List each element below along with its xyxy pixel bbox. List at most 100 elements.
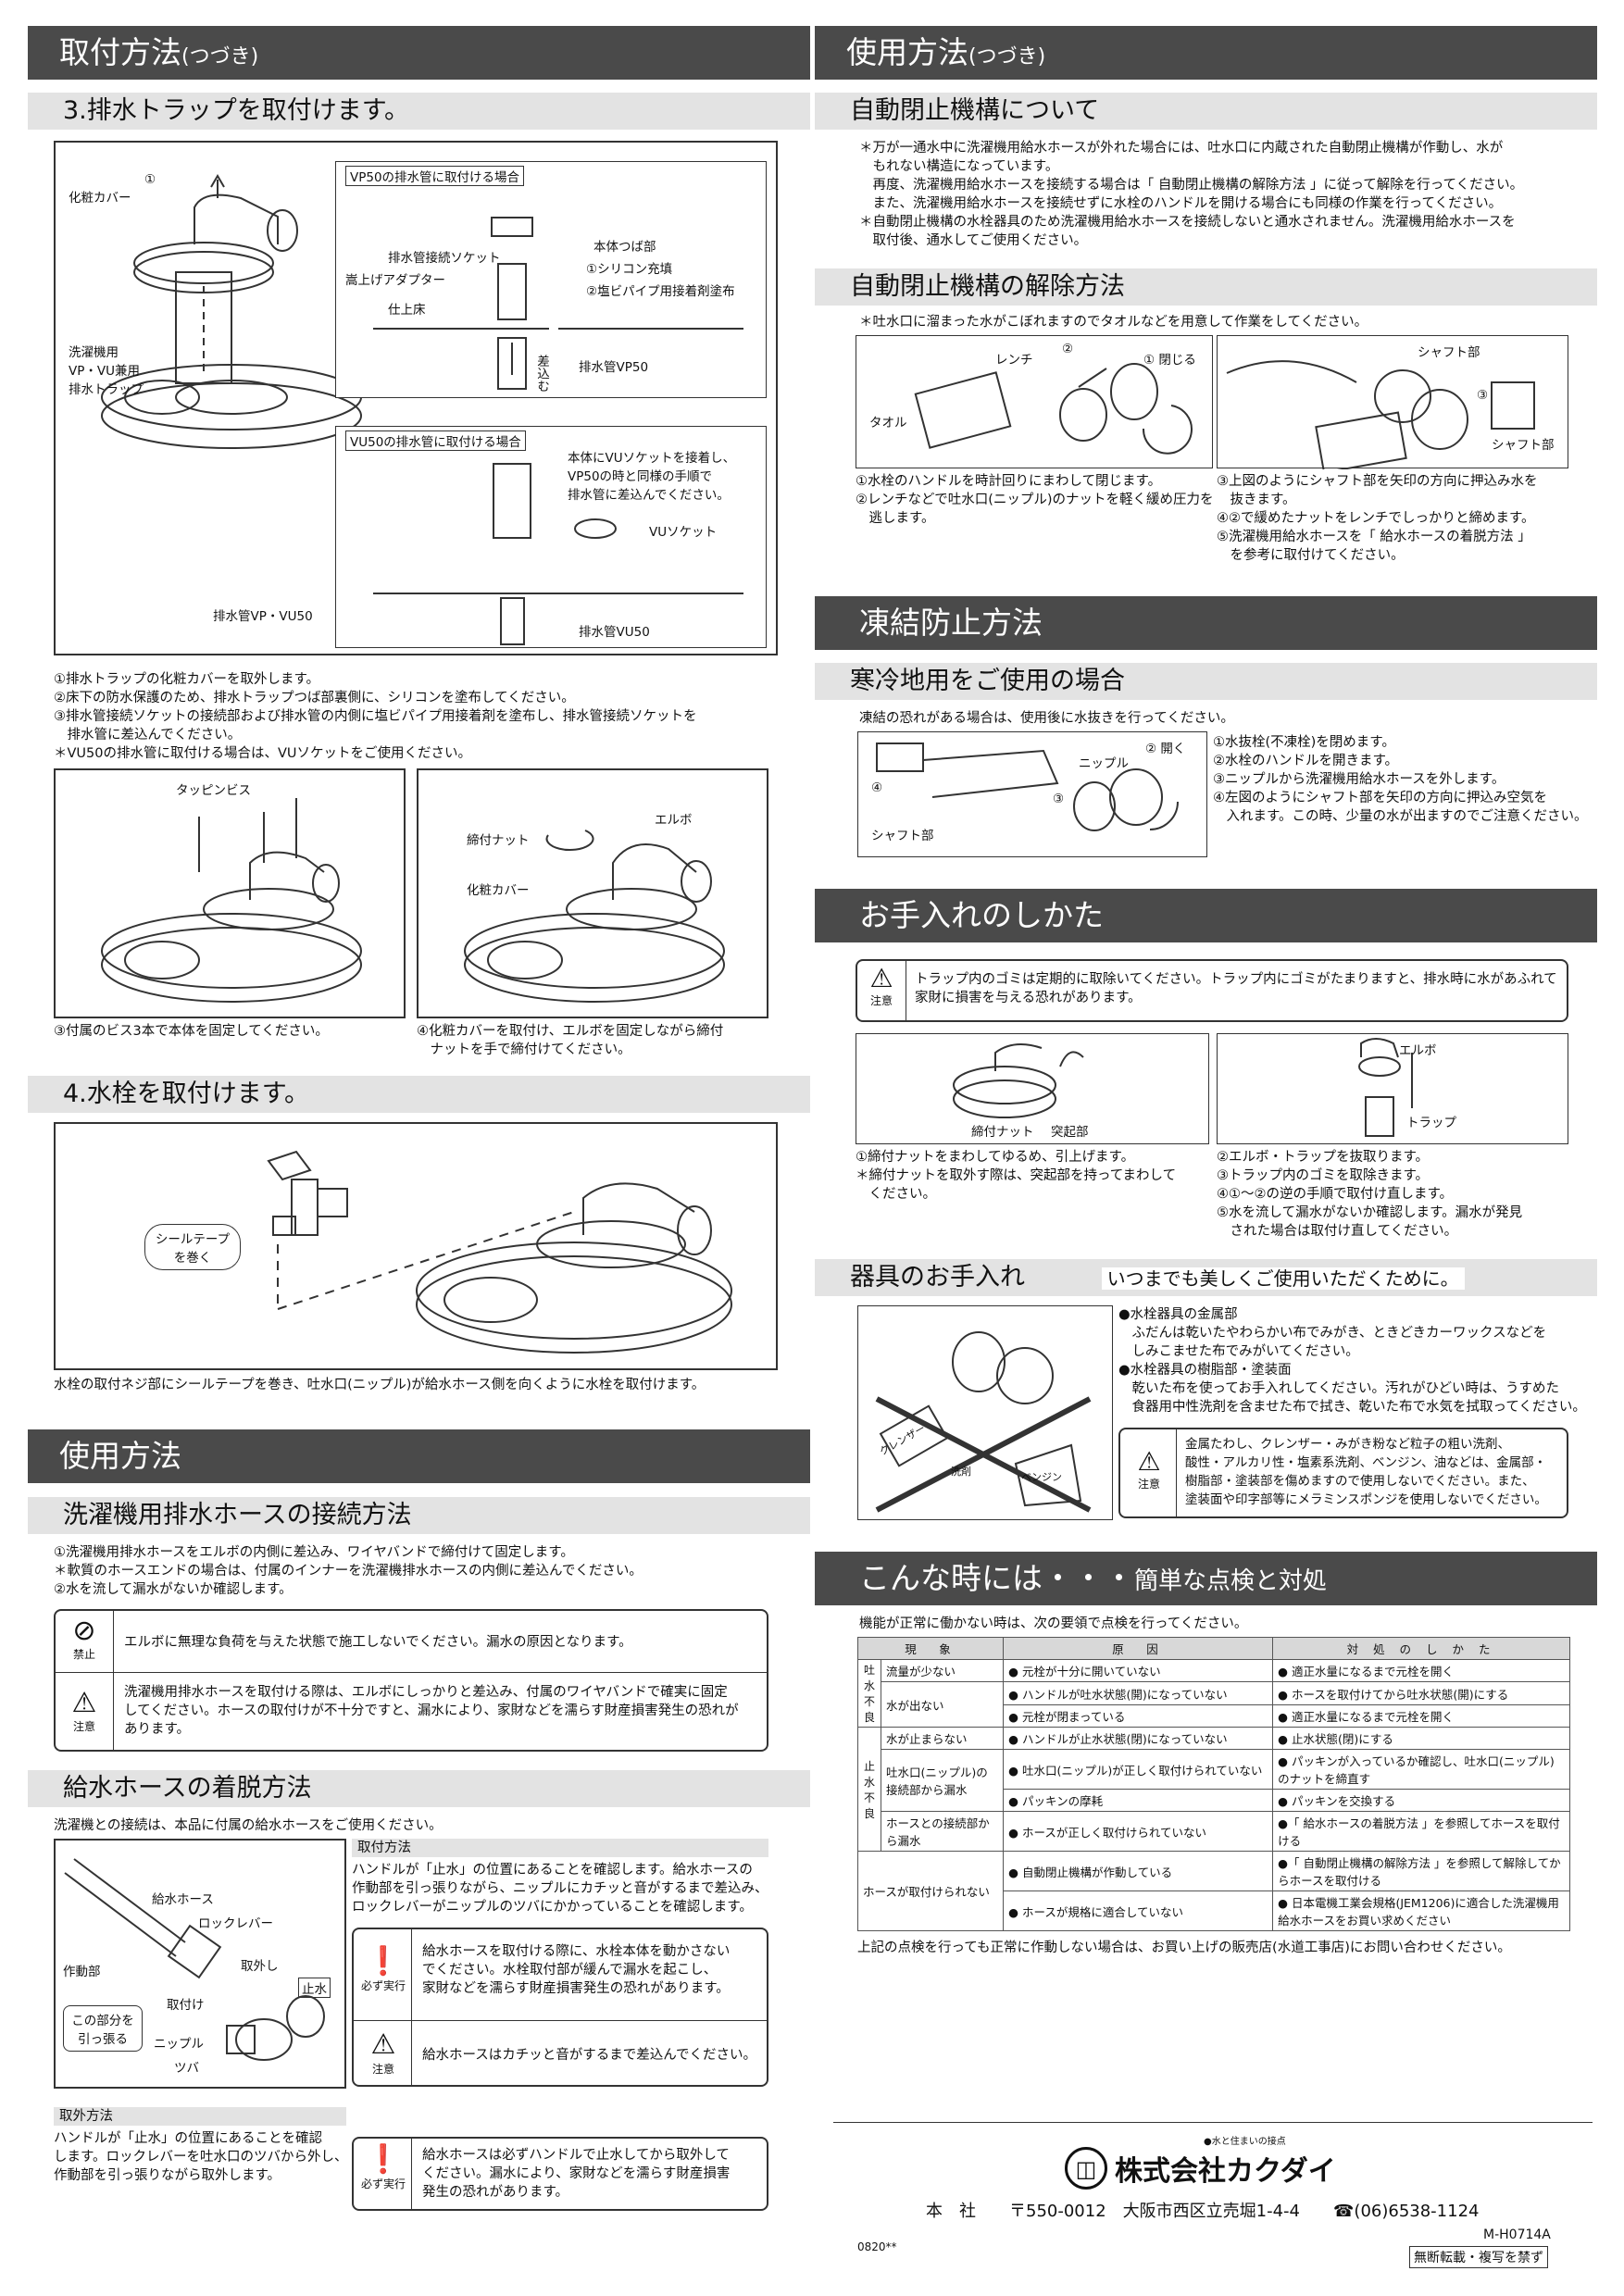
step3-line: ①排水トラップの化粧カバーを取外します。 — [54, 672, 320, 687]
freeze-label-3: ② 開く — [1145, 742, 1186, 756]
auto-shutoff-text: ＊万が一通水中に洗濯機用給水ホースが外れた場合には、吐水口に内蔵された自動閉止機… — [859, 139, 1591, 250]
vp50-label-2: ①シリコン充填 — [586, 262, 673, 277]
release-right-line: ④②で緩めたナットをレンチでしっかりと締めます。 — [1217, 511, 1535, 526]
vp50-panel: VP50の排水管に取付ける場合 本体つば部 排水管接続ソケット ①シリコン充填 … — [335, 161, 767, 398]
trap-illustration — [101, 174, 362, 449]
nut-illustration — [953, 1043, 1084, 1118]
detach-method-text: ハンドルが「止水」の位置にあることを確認 します。ロックレバーを吐水口のツバから… — [54, 2131, 348, 2183]
vp50-diagram — [373, 217, 743, 390]
auto-line: ＊自動閉止機構の水栓器具のため洗濯機用給水ホースを接続しないと通水されません。洗… — [859, 215, 1516, 230]
supply-hose-intro: 洗濯機との接続は、本品に付属の給水ホースをご使用ください。 — [54, 1818, 443, 1833]
trouble-header: こんな時には・・・簡単な点検と対処 — [815, 1552, 1597, 1605]
click-caution-text: 給水ホースはカチッと音がするまで差込んでください。 — [422, 2048, 757, 2063]
troubleshooting-table: 現 象 原 因 対 処 の し か た 吐水不良 流量が少ない ● 元栓が十分に… — [856, 1637, 1570, 1931]
elbow-label-0: エルボ — [655, 813, 693, 828]
release-fig1-label-1: ② — [1062, 342, 1074, 356]
pipe-label: 排水管VP・VU50 — [213, 609, 313, 624]
right-header-title: 使用方法 — [846, 34, 968, 70]
table-cell: 吐水口(ニップル)の接続部から漏水 — [880, 1749, 1005, 1812]
left-header: 取付方法(つづき) — [28, 26, 810, 80]
vp50-label-5: 仕上床 — [388, 303, 426, 318]
step3-title: 3.排水トラップを取付けます。 — [28, 93, 810, 130]
care-right-line: ⑤水を流して漏水がないか確認します。漏水が発見 — [1217, 1205, 1523, 1220]
table-cell: ● ホースが正しく取付けられていない — [1003, 1811, 1274, 1852]
care-right-line: ③トラップ内のゴミを取除きます。 — [1217, 1168, 1430, 1183]
table-cell: ● 適正水量になるまで元栓を開く — [1272, 1659, 1570, 1682]
care-fig1-label-1: 突起部 — [1051, 1125, 1089, 1140]
care-left-line: ください。 — [856, 1187, 936, 1202]
supply-label-4: 取付け — [167, 1998, 205, 2013]
fixture-warning: ⚠注意 金属たわし、クレンザー・みがき粉など粒子の粗い洗剤、 酸性・アルカリ性・… — [1118, 1428, 1568, 1518]
supply-hose-title: 給水ホースの着脱方法 — [28, 1770, 810, 1807]
fixture-warning-text: 金属たわし、クレンザー・みがき粉など粒子の粗い洗剤、 酸性・アルカリ性・塩素系洗… — [1185, 1437, 1547, 1507]
freeze-label-4: ③ — [1053, 792, 1065, 806]
fixture-icon-divider — [1176, 1429, 1177, 1516]
freeze-label-2: ニップル — [1079, 756, 1129, 771]
care-warn-label: 注意 — [869, 994, 893, 1007]
supply-label-5: 止水 — [298, 1978, 331, 1998]
table-cell: ホースとの接続部から漏水 — [880, 1811, 1005, 1852]
care-steps-right: ②エルボ・トラップを抜取ります。 ③トラップ内のゴミを取除きます。 ④①〜②の逆… — [1217, 1148, 1587, 1241]
icon-column-divider — [113, 1611, 114, 1750]
release-fig1-label-0: レンチ — [995, 353, 1033, 368]
footer-rule — [833, 2122, 1593, 2123]
elbow-label-2: 化粧カバー — [467, 883, 530, 898]
table-cell: ●「 給水ホースの着脱方法 」を参照してホースを取付ける — [1272, 1811, 1570, 1852]
table-cell: ●「 自動閉止機構の解除方法 」を参照して解除してからホースを取付ける — [1272, 1851, 1570, 1891]
table-cell: ● パッキンが入っているか確認し、吐水口(ニップル)のナットを締直す — [1272, 1749, 1570, 1790]
trouble-intro: 機能が正常に働かない時は、次の要領で点検を行ってください。 — [859, 1616, 1248, 1631]
warning-divider — [56, 1672, 767, 1673]
company-name: 株式会社カクダイ — [1115, 2155, 1336, 2188]
fixture-fig-word-2: 洗剤 — [951, 1466, 971, 1478]
table-cell: ● ハンドルが吐水状態(開)になっていない — [1003, 1681, 1274, 1705]
must-do-icon: ❗必ず実行 — [357, 1946, 409, 1993]
vp50-label-6: 差込む — [534, 355, 549, 393]
wrench-illustration — [914, 363, 1193, 455]
care-warning: ⚠注意 トラップ内のゴミは定期的に取除いてください。トラップ内にゴミがたまります… — [856, 959, 1568, 1022]
company-tagline: ●水と住まいの接点 — [1204, 2137, 1286, 2147]
drain-line: ①洗濯機用排水ホースをエルボの内側に差込み、ワイヤバンドで締付けて固定します。 — [54, 1545, 574, 1560]
supply-label-6: ニップル — [154, 2037, 204, 2052]
vp50-label-0: 本体つば部 — [593, 240, 656, 255]
detach-warning: ❗必ず実行 給水ホースは必ずハンドルで止水してから取外して ください。漏水により… — [352, 2137, 768, 2211]
auto-line: 再度、洗濯機用給水ホースを接続する場合は「 自動閉止機構の解除方法 」に従って解… — [859, 178, 1524, 193]
document-code: M-H0714A — [1483, 2227, 1551, 2242]
trouble-title: こんな時には・・・ — [859, 1560, 1134, 1596]
step4-title: 4.水栓を取付けます。 — [28, 1076, 810, 1113]
release-right-line: を参考に取付けてください。 — [1217, 548, 1405, 563]
fixture-line: しみこませた布でみがいてください。 — [1118, 1344, 1359, 1359]
table-cell: ● ホースが規格に適合していない — [1003, 1890, 1274, 1931]
left-header-suffix: (つづき) — [181, 45, 259, 69]
fixture-fig-word-1: ベンジン — [1021, 1471, 1062, 1483]
auto-line: また、洗濯機用給水ホースを接続せずに水栓のハンドルを開ける場合にも同様の作業を行… — [859, 196, 1503, 211]
must-do-text: 給水ホースを取付ける際に、水栓本体を動かさない でください。水栓取付部が緩んで漏… — [422, 1944, 731, 1996]
logo-icon: ◫ — [1065, 2147, 1107, 2190]
screw-caption: ③付属のビス3本で本体を固定してください。 — [54, 1024, 329, 1039]
freeze-label-1: シャフト部 — [871, 829, 934, 843]
table-row: ホースとの接続部から漏水 ● ホースが正しく取付けられていない ●「 給水ホース… — [858, 1811, 1570, 1852]
freeze-line: ①水抜栓(不凍栓)を閉めます。 — [1213, 735, 1395, 750]
trouble-title-2: 簡単な点検と対処 — [1134, 1567, 1328, 1595]
fixture-line: ●水栓器具の樹脂部・塗装面 — [1118, 1363, 1292, 1378]
elbow-caption: ④化粧カバーを取付け、エルボを固定しながら締付 ナットを手で締付けてください。 — [417, 1024, 724, 1057]
table-cell: ● 止水状態(閉)にする — [1272, 1727, 1570, 1750]
cleaning-illustration — [875, 1331, 1092, 1513]
detach-method-title: 取外方法 — [54, 2107, 346, 2126]
care-fig2-label-0: エルボ — [1399, 1043, 1437, 1058]
freeze-intro: 凍結の恐れがある場合は、使用後に水抜きを行ってください。 — [859, 711, 1234, 726]
freeze-line: ③ニップルから洗濯機用給水ホースを外します。 — [1213, 772, 1505, 787]
step3-line: ＊VU50の排水管に取付ける場合は、VUソケットをご使用ください。 — [54, 746, 472, 761]
table-header-cell: 原 因 — [1003, 1637, 1274, 1660]
table-header-cell: 現 象 — [856, 1637, 1005, 1660]
release-note: ＊吐水口に溜まった水がこぼれますのでタオルなどを用意して作業をしてください。 — [859, 315, 1368, 330]
fixture-figure: クレンザー ベンジン 洗剤 — [857, 1305, 1113, 1520]
vu50-note: 本体にVUソケットを接着し、 VP50の時と同様の手順で 排水管に差込んでくださ… — [568, 451, 736, 503]
release-right-line: ⑤洗濯機用給水ホースを「 給水ホースの着脱方法 」 — [1217, 530, 1531, 544]
vu50-label-0: VUソケット — [649, 525, 718, 540]
table-group-cell: 吐水不良 — [857, 1659, 881, 1728]
pull-here-bubble: この部分を 引っ張る — [63, 2005, 143, 2052]
release-fig2-label-0: シャフト部 — [1418, 345, 1480, 360]
vu50-diagram — [373, 463, 743, 645]
faucet-figure: シールテープ を巻く — [54, 1122, 778, 1370]
elbow-illustration — [464, 830, 725, 1003]
